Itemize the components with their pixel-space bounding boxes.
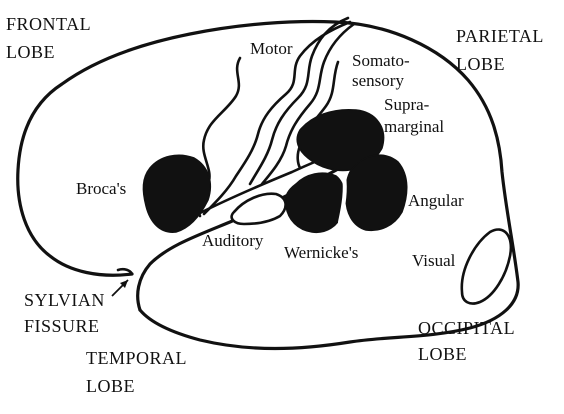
- central-sulcus-back: [260, 22, 356, 186]
- supramarginal-label-line1: Supra-: [384, 95, 430, 114]
- temporal-lobe-label-line1: TEMPORAL: [86, 348, 187, 368]
- sylvian-fissure-arrow: [111, 279, 129, 297]
- sylvian-fissure-label-line1: SYLVIAN: [24, 290, 105, 310]
- frontal-lobe-label-line2: LOBE: [6, 42, 55, 62]
- frontal-lobe-label-line1: FRONTAL: [6, 14, 91, 34]
- brain-outline: [16, 19, 520, 351]
- fissure-notch: [116, 267, 134, 276]
- brocas-area: [142, 154, 212, 233]
- wernicke-angular-divider: [338, 174, 347, 224]
- wernickes-area: [284, 172, 346, 234]
- supramarginal-label-line2: marginal: [384, 117, 444, 136]
- auditory-area: [230, 192, 287, 226]
- auditory-label: Auditory: [202, 231, 264, 250]
- motor-label: Motor: [250, 39, 293, 58]
- parietal-lobe-label-line1: PARIETAL: [456, 26, 544, 46]
- somatosensory-label-line2: sensory: [352, 71, 404, 90]
- occipital-lobe-label-line1: OCCIPITAL: [418, 318, 515, 338]
- angular-area: [345, 154, 408, 232]
- parietal-lobe-label-line2: LOBE: [456, 54, 505, 74]
- wernickes-label: Wernicke's: [284, 243, 358, 262]
- central-sulcus-middle: [248, 16, 350, 186]
- occipital-lobe-label-line2: LOBE: [418, 344, 467, 364]
- visual-area: [460, 228, 513, 305]
- central-sulcus-front: [202, 20, 352, 216]
- visual-label: Visual: [412, 251, 456, 270]
- brocas-label: Broca's: [76, 179, 126, 198]
- sylvian-fissure-label-line2: FISSURE: [24, 316, 100, 336]
- angular-label: Angular: [408, 191, 464, 210]
- somatosensory-label-line1: Somato-: [352, 51, 410, 70]
- temporal-lobe-label-line2: LOBE: [86, 376, 135, 396]
